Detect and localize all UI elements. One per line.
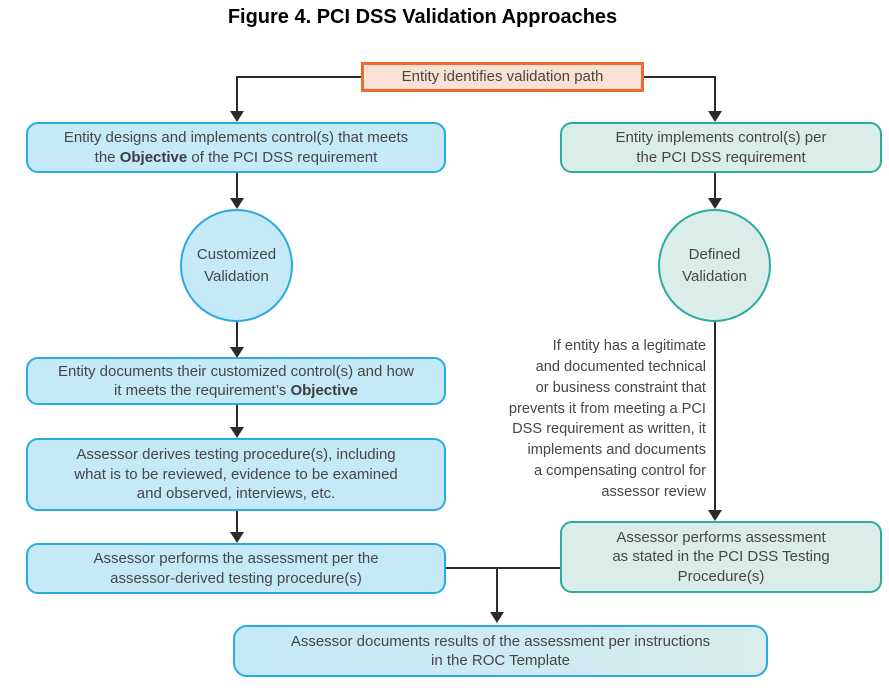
- badge-customized-validation-label: Customized Validation: [196, 245, 277, 285]
- document-text-prefix: Entity documents their customized contro…: [58, 362, 414, 400]
- node-customized-design-label: Entity designs and implements control(s)…: [62, 128, 410, 167]
- node-defined-implement-label: Entity implements control(s) per the PCI…: [615, 129, 827, 166]
- node-defined-implement: Entity implements control(s) per the PCI…: [560, 122, 882, 173]
- node-defined-assess-label: Assessor performs assessment as stated i…: [612, 528, 830, 585]
- connector-merge-to-final-v: [496, 567, 498, 613]
- node-customized-assess: Assessor performs the assessment per the…: [26, 543, 446, 594]
- node-customized-design: Entity designs and implements control(s)…: [26, 122, 446, 173]
- defined-compensating-control-note: If entity has a legitimate and documente…: [508, 338, 706, 501]
- arrowhead-into-defined-implement: [708, 111, 722, 122]
- document-text-bold: Objective: [290, 382, 358, 399]
- node-identify-validation-path-label: Entity identifies validation path: [401, 68, 604, 86]
- connector-assess-merge-h: [446, 567, 560, 569]
- design-text-suffix: of the PCI DSS requirement: [187, 148, 378, 166]
- node-final-roc-template-label: Assessor documents results of the assess…: [290, 632, 711, 670]
- arrowhead-into-document: [230, 347, 244, 358]
- arrowhead-into-derive: [230, 427, 244, 438]
- arrowhead-into-customized-design: [230, 111, 244, 122]
- node-identify-validation-path: Entity identifies validation path: [361, 62, 644, 92]
- connector-implement-to-defined-circle: [714, 173, 716, 199]
- design-text-prefix: Entity designs and implements control(s)…: [63, 129, 409, 166]
- connector-root-to-customized-v: [236, 76, 238, 112]
- connector-defined-circle-to-assess: [714, 322, 716, 511]
- node-defined-assess: Assessor performs assessment as stated i…: [560, 521, 882, 593]
- node-customized-document-label: Entity documents their customized contro…: [55, 362, 417, 401]
- node-final-roc-template: Assessor documents results of the assess…: [233, 625, 768, 677]
- connector-circle-to-document: [236, 322, 238, 348]
- arrowhead-into-defined-circle: [708, 198, 722, 209]
- badge-customized-validation: Customized Validation: [180, 209, 293, 322]
- figure-title: Figure 4. PCI DSS Validation Approaches: [227, 6, 618, 28]
- badge-defined-validation: Defined Validation: [658, 209, 771, 322]
- connector-root-to-defined-v: [714, 76, 716, 112]
- design-text-bold: Objective: [119, 148, 188, 166]
- node-customized-document: Entity documents their customized contro…: [26, 357, 446, 405]
- node-customized-derive-label: Assessor derives testing procedure(s), i…: [74, 446, 398, 503]
- connector-root-to-customized-h: [237, 76, 361, 78]
- node-customized-assess-label: Assessor performs the assessment per the…: [93, 550, 379, 587]
- arrowhead-into-defined-assess: [708, 510, 722, 521]
- connector-root-to-defined-h: [644, 76, 715, 78]
- connector-document-to-derive: [236, 405, 238, 428]
- badge-defined-validation-label: Defined Validation: [682, 245, 747, 285]
- arrowhead-into-customized-assess: [230, 532, 244, 543]
- connector-derive-to-assess: [236, 511, 238, 533]
- arrowhead-into-final: [490, 612, 504, 623]
- arrowhead-into-customized-circle: [230, 198, 244, 209]
- connector-design-to-customized-circle: [236, 173, 238, 199]
- node-customized-derive: Assessor derives testing procedure(s), i…: [26, 438, 446, 511]
